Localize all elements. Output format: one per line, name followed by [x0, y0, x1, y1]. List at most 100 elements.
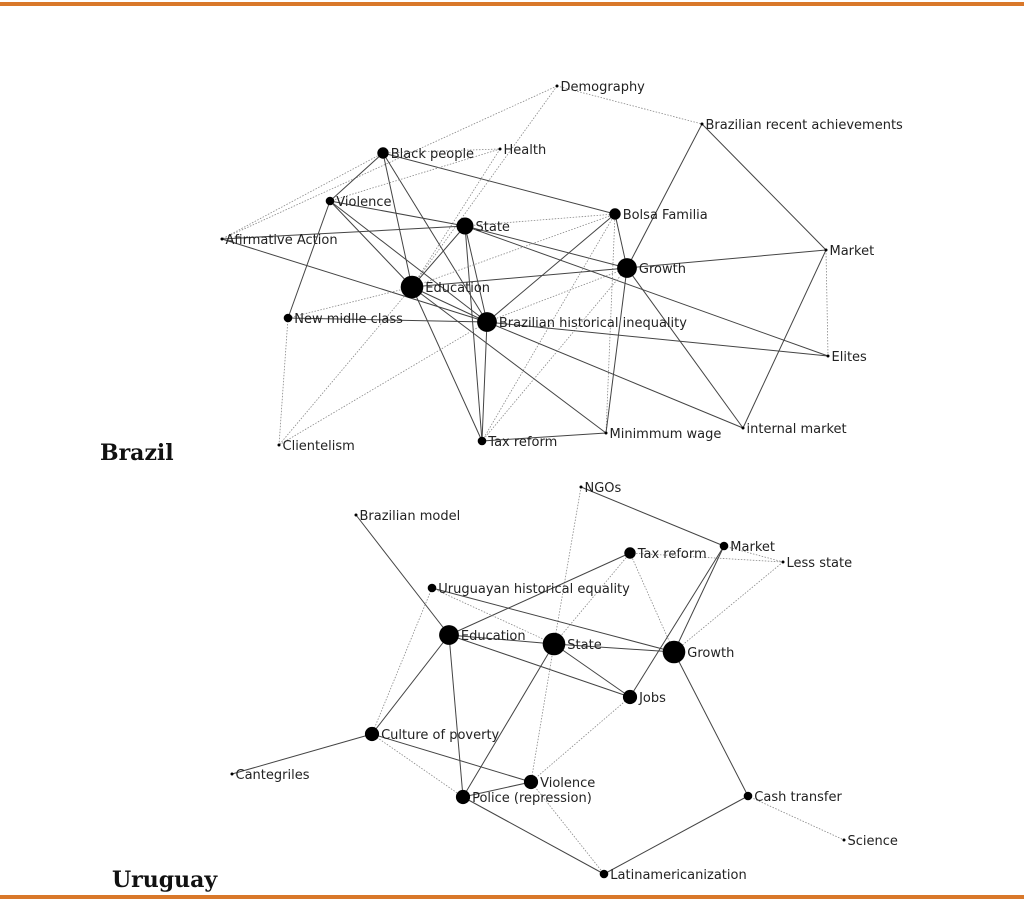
edge-growth-intmarket	[626, 267, 744, 429]
node-education	[439, 625, 459, 645]
node-label-latin: Latinamericanization	[610, 868, 746, 883]
node-afirm	[220, 237, 224, 241]
node-growth	[617, 258, 637, 278]
edge-ngos-state	[553, 486, 582, 645]
node-label-cash: Cash transfer	[754, 790, 842, 805]
edge-cash-latin	[603, 795, 749, 875]
edge-bolsa-bhi	[486, 213, 616, 323]
node-label-state: State	[476, 220, 510, 235]
edge-state-jobs	[553, 643, 631, 698]
bottom-rule	[0, 895, 1024, 899]
node-state	[456, 217, 474, 235]
edge-bolsa-minwage	[605, 213, 616, 434]
node-label-jobs: Jobs	[638, 691, 666, 706]
edge-growth-education	[411, 267, 628, 288]
node-bra_recent	[700, 122, 704, 126]
node-label-culture: Culture of poverty	[381, 728, 499, 743]
node-tax	[624, 547, 636, 559]
node-label-growth: Growth	[639, 262, 686, 277]
edge-police-latin	[462, 796, 605, 875]
edge-violence-newmid	[287, 200, 331, 319]
node-tax	[477, 436, 487, 446]
node-culture	[364, 726, 380, 742]
edge-uhe-culture	[371, 587, 433, 735]
node-violence	[325, 196, 335, 206]
edge-afirm-state	[221, 225, 466, 240]
node-minwage	[604, 431, 608, 435]
edge-growth-bhi	[486, 267, 628, 323]
node-label-bra_recent: Brazilian recent achievements	[706, 118, 904, 133]
node-label-bhi: Brazilian historical inequality	[499, 316, 687, 331]
edge-education-culture	[371, 634, 450, 735]
node-label-afirm: Afirmative Action	[226, 233, 338, 248]
edge-afirm-bhi	[221, 238, 488, 323]
node-jobs	[622, 689, 638, 705]
edge-lessstate-growth	[673, 561, 784, 653]
node-label-state: State	[567, 638, 601, 653]
node-label-ngos: NGOs	[585, 481, 622, 496]
node-label-education: Education	[461, 629, 526, 644]
edge-bhi-intmarket	[486, 321, 744, 429]
node-label-newmid: New midlle class	[294, 312, 403, 327]
edge-state-elites	[464, 225, 829, 357]
edge-bhi-newmid	[287, 317, 488, 323]
node-cantegriles	[230, 772, 234, 776]
node-black	[377, 147, 389, 159]
edge-market-elites	[825, 249, 829, 357]
edge-black-afirm	[221, 152, 384, 240]
node-newmid	[283, 313, 293, 323]
edge-state-bolsa	[464, 213, 616, 227]
node-label-science: Science	[848, 834, 898, 849]
edge-uhe-growth	[431, 587, 675, 653]
node-education	[400, 275, 424, 299]
node-market	[824, 248, 828, 252]
edge-education-bhi	[411, 286, 488, 323]
edge-black-bhi	[382, 152, 488, 323]
edge-uhe-state	[431, 587, 555, 645]
edge-violence-bhi	[329, 200, 488, 323]
edge-police-violence	[462, 781, 532, 798]
node-label-market: Market	[830, 244, 875, 259]
node-science	[842, 838, 846, 842]
node-market	[719, 541, 729, 551]
node-label-intmarket: internal market	[747, 422, 847, 437]
edge-state-growth	[464, 225, 628, 269]
edge-bramodel-education	[355, 514, 450, 636]
node-bolsa	[609, 208, 621, 220]
node-label-demography: Demography	[561, 80, 646, 95]
node-label-tax: Tax reform	[487, 435, 557, 450]
edge-jobs-violence	[530, 696, 631, 783]
edge-state-police	[462, 643, 555, 798]
node-police	[455, 789, 471, 805]
node-growth	[662, 640, 686, 664]
node-lessstate	[781, 560, 785, 564]
edge-state-violence	[530, 643, 555, 783]
uruguay-title: Uruguay	[112, 867, 218, 893]
node-label-bolsa: Bolsa Familia	[623, 208, 708, 223]
node-elites	[826, 354, 830, 358]
edge-bra_recent-growth	[626, 123, 703, 269]
node-label-uhe: Uruguayan historical equality	[438, 582, 630, 597]
node-health	[498, 147, 502, 151]
edge-education-tax	[411, 286, 483, 442]
node-uhe	[427, 583, 437, 593]
edge-black-violence	[329, 152, 384, 202]
edge-education-police	[448, 634, 464, 798]
edge-education-state	[448, 634, 555, 645]
node-intmarket	[741, 426, 745, 430]
edge-growth-cash	[673, 651, 749, 797]
edge-violence-state	[329, 200, 466, 227]
edge-culture-cantegriles	[231, 733, 373, 775]
edge-state-bhi	[464, 225, 488, 323]
edge-newmid-client	[278, 317, 289, 446]
edge-ngos-market	[580, 486, 725, 547]
edge-growth-tax	[481, 267, 628, 442]
node-label-minwage: Minimmum wage	[610, 427, 722, 442]
edge-bolsa-tax	[481, 213, 616, 442]
node-label-bramodel: Brazilian model	[360, 509, 461, 524]
node-label-black: Black people	[391, 147, 474, 162]
node-ngos	[579, 485, 583, 489]
